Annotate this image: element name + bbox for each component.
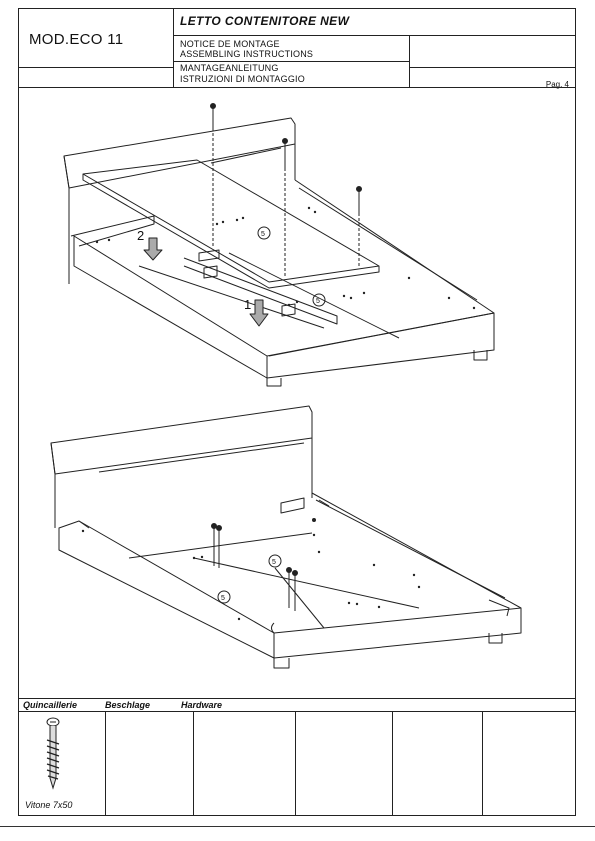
part-marker [312, 293, 326, 307]
divider [19, 67, 173, 68]
part-marker-label: 5 [272, 559, 276, 566]
part-marker-label: 5 [221, 595, 225, 602]
hole-dots [81, 518, 421, 621]
step-arrow-2 [143, 237, 163, 261]
hardware-label-english: Hardware [181, 700, 223, 710]
instruction-french: NOTICE DE MONTAGE [180, 39, 280, 49]
hardware-row: Vitone 7x50 [19, 712, 575, 816]
assembly-drawing: 2 1 5 5 5 5 [50, 103, 522, 669]
hardware-header: Quincaillerie Beschlage Hardware [19, 698, 575, 712]
screw-icon [356, 186, 362, 268]
bed-frame-bottom [50, 405, 522, 669]
part-marker-label: 5 [261, 231, 265, 238]
screw-icon [216, 525, 222, 568]
divider [174, 61, 409, 62]
part-marker-label: 5 [316, 298, 320, 305]
page-cell: Pag. 4 [410, 36, 575, 89]
instructions-cell: NOTICE DE MONTAGE ASSEMBLING INSTRUCTION… [174, 36, 410, 87]
hole-dots [95, 206, 476, 310]
page-number: Pag. 4 [545, 80, 569, 89]
part-marker [257, 226, 271, 240]
page-bottom-rule [0, 826, 595, 827]
header-bottom-rule [19, 87, 575, 88]
hardware-label-german: Beschlage [105, 700, 151, 710]
divider [410, 67, 575, 68]
screw-icon [282, 138, 288, 278]
instruction-english: ASSEMBLING INSTRUCTIONS [180, 49, 314, 59]
hardware-label-french: Quincaillerie [23, 700, 78, 710]
step-label: 1 [244, 297, 251, 312]
hardware-slot [106, 712, 194, 816]
screw-icon [292, 570, 298, 611]
screw-icon [210, 103, 216, 248]
screw-icon [46, 717, 60, 790]
instruction-italian: ISTRUZIONI DI MONTAGGIO [180, 74, 305, 84]
step-arrow-1 [249, 299, 269, 327]
product-title: LETTO CONTENITORE NEW [180, 14, 350, 28]
screw-icon [211, 523, 217, 566]
hardware-slot [393, 712, 483, 816]
hardware-slot [194, 712, 296, 816]
part-marker [217, 590, 231, 604]
title-cell: LETTO CONTENITORE NEW [174, 9, 575, 36]
hardware-slot [296, 712, 393, 816]
hardware-item-label: Vitone 7x50 [25, 800, 73, 810]
screw-icon [286, 567, 292, 608]
instruction-sheet: MOD.ECO 11 LETTO CONTENITORE NEW NOTICE … [18, 8, 576, 816]
instruction-german: MANTAGEANLEITUNG [180, 63, 279, 73]
model-code: MOD.ECO 11 [29, 31, 124, 48]
model-cell: MOD.ECO 11 [19, 9, 174, 87]
part-marker [268, 554, 282, 568]
hardware-item: Vitone 7x50 [19, 712, 106, 816]
bed-frame-top [63, 117, 495, 387]
step-label: 2 [137, 228, 144, 243]
